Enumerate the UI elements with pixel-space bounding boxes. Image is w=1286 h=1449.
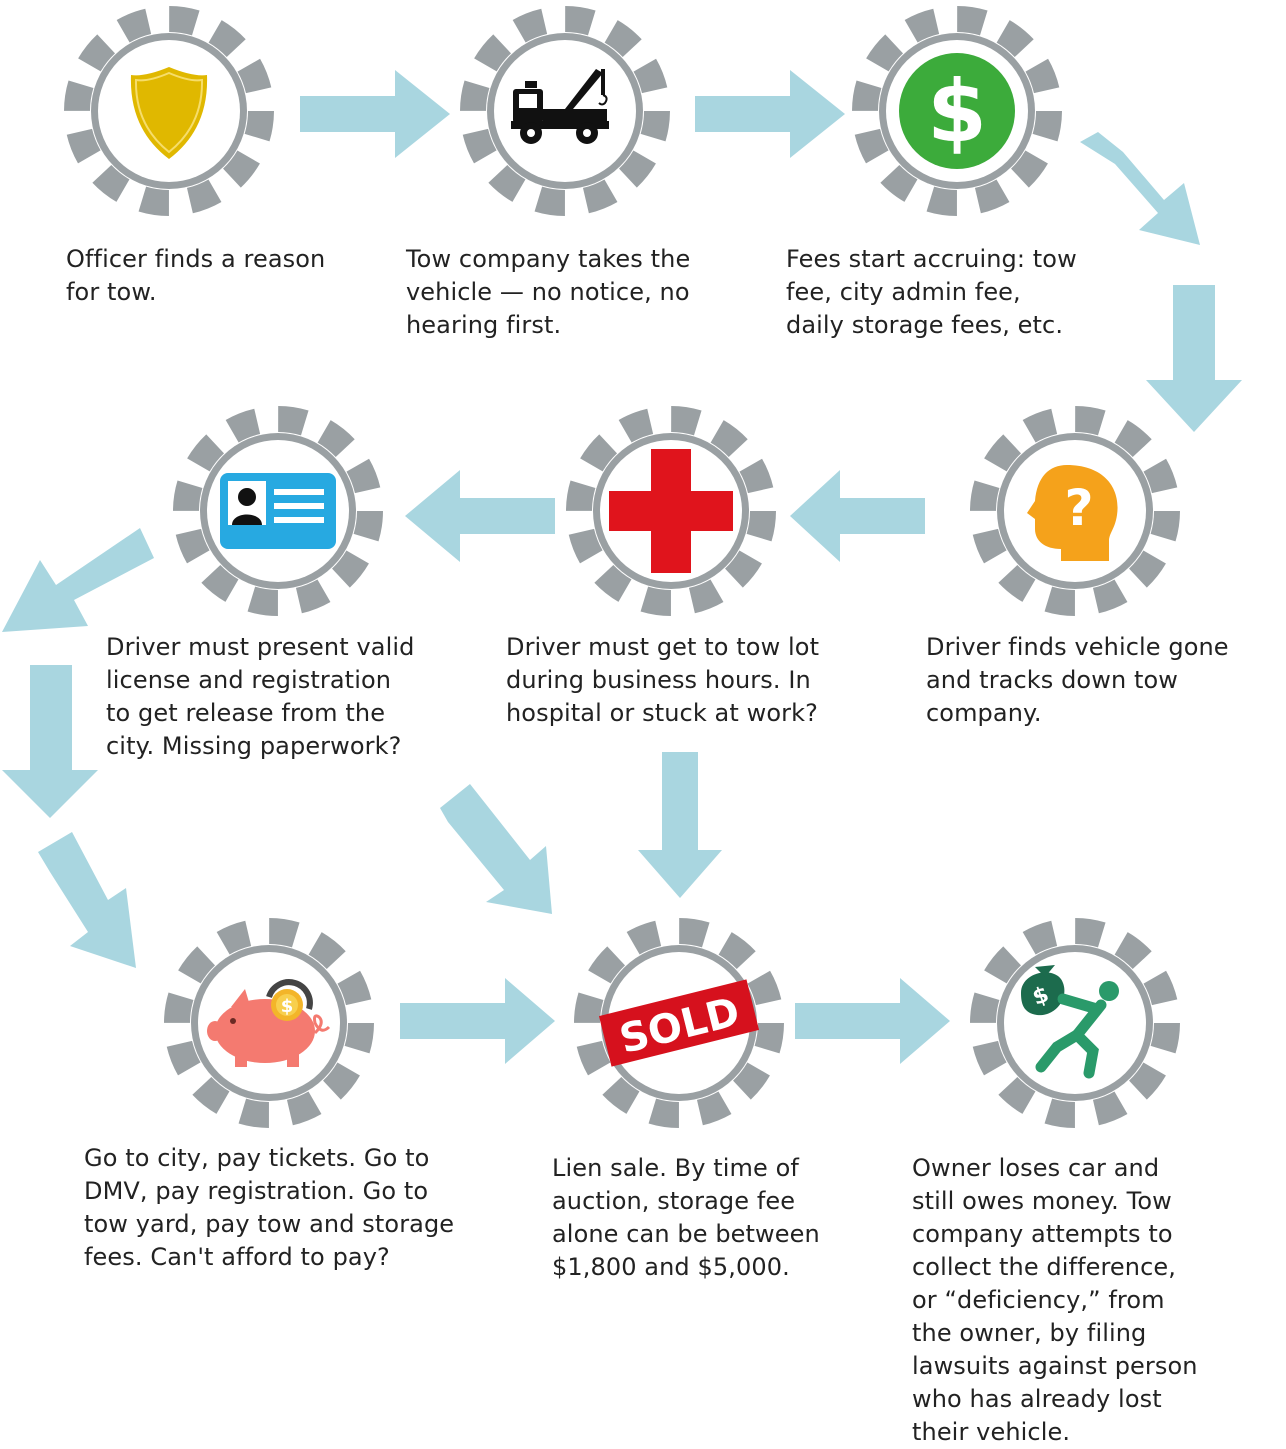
- red-cross-icon: [609, 449, 733, 573]
- step7-description: Go to city, pay tickets. Go to DMV, pay …: [84, 1144, 455, 1271]
- svg-text:?: ?: [1064, 479, 1093, 537]
- step1-description: Officer finds a reason for tow.: [66, 245, 326, 306]
- arrow-step5-to-step8: [638, 752, 722, 898]
- dollar-icon: $: [899, 53, 1015, 169]
- debt-bag-person-icon: $: [1021, 965, 1119, 1079]
- arrow-step6-to-step8: [440, 784, 552, 914]
- gear-step9: $: [970, 918, 1180, 1128]
- gear-step4: ?: [970, 406, 1180, 616]
- svg-text:$: $: [927, 62, 987, 162]
- gear-step8: SOLD: [574, 918, 784, 1128]
- arrow-step4-to-step5: [790, 470, 925, 562]
- step2-description: Tow company takes the vehicle — no notic…: [406, 245, 691, 339]
- step5-description: Driver must get to tow lot during busine…: [506, 633, 820, 727]
- gear-step6: [173, 406, 383, 616]
- gear-step2: [460, 6, 670, 216]
- arrow-step5-to-step6: [405, 470, 555, 562]
- step8-description: Lien sale. By time of auction, storage f…: [552, 1154, 820, 1281]
- id-card-icon: [220, 473, 336, 549]
- step4-description: Driver finds vehicle gone and tracks dow…: [926, 633, 1229, 727]
- tow-truck-icon: [511, 69, 609, 144]
- step9-description: Owner loses car and still owes money. To…: [912, 1154, 1198, 1446]
- arrow-left-to-step7: [38, 832, 136, 968]
- arrow-turn-to-step4: [1146, 285, 1242, 432]
- gear-step1: [64, 6, 274, 216]
- question-head-icon: ?: [1027, 465, 1118, 561]
- piggy-bank-icon: $: [207, 979, 331, 1067]
- arrow-step7-to-step8: [400, 978, 555, 1064]
- arrow-step6-to-left: [2, 528, 154, 632]
- arrow-left-down: [2, 665, 98, 818]
- gear-step3: $: [852, 6, 1062, 216]
- gear-step7: $: [164, 918, 374, 1128]
- arrow-step2-to-step3: [695, 70, 845, 158]
- step6-description: Driver must present valid license and re…: [106, 633, 415, 760]
- svg-text:$: $: [281, 996, 294, 1017]
- arrow-step8-to-step9: [795, 978, 950, 1064]
- arrow-step1-to-step2: [300, 70, 450, 158]
- shield-icon: [130, 67, 208, 159]
- arrow-step3-to-turn: [1080, 132, 1200, 245]
- step3-description: Fees start accruing: tow fee, city admin…: [786, 245, 1077, 339]
- gear-step5: [566, 406, 776, 616]
